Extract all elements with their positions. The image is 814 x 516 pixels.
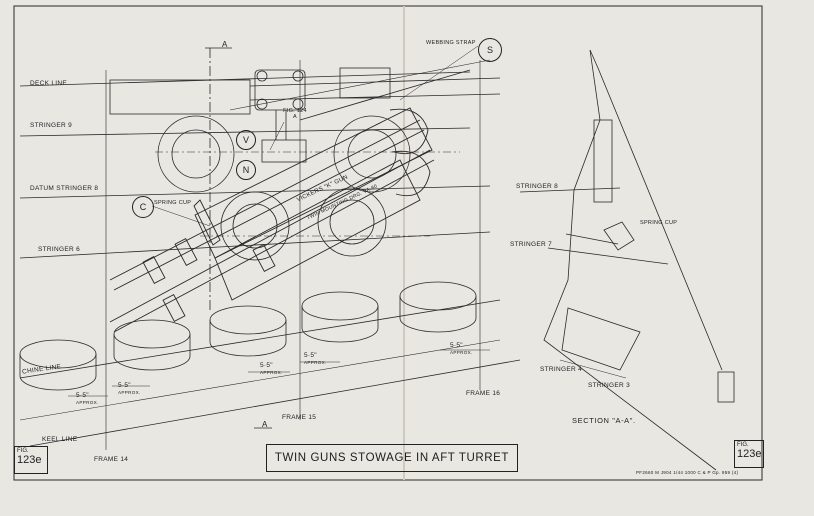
dim-3: 5·5"APPROX.: [260, 362, 283, 375]
lower-guide-line: [19, 339, 501, 421]
frame-15-label: FRAME 15: [282, 414, 317, 421]
dim-5: 5·5"APPROX.: [450, 342, 473, 355]
datum-stringer-8-label: DATUM STRINGER 8: [30, 185, 99, 192]
dim-1: 5·5"APPROX.: [76, 392, 99, 405]
frame-16-label: FRAME 16: [466, 390, 501, 397]
keel-line: [29, 359, 521, 447]
spring-cup-label: SPRING CUP: [154, 200, 192, 206]
section-a-top-label: A: [222, 40, 228, 49]
fig-box-left: FIG. 123e: [14, 446, 48, 474]
dimension-lines: [68, 349, 490, 397]
spring-cup-right-label: SPRING CUP: [640, 220, 678, 226]
section-label: SECTION "A-A".: [572, 416, 636, 425]
sheet-border: [13, 5, 763, 481]
section-a-a-view: [519, 49, 735, 471]
stringer-6-line: [19, 231, 491, 259]
tag-s: S: [478, 38, 502, 62]
deck-line-label: DECK LINE: [30, 80, 68, 87]
ammo-drum-1: [157, 115, 235, 193]
gun-body-upper: [109, 79, 251, 115]
tag-c: C: [132, 196, 154, 218]
dim-4: 5·5"APPROX.: [304, 352, 327, 365]
drawing-title: TWIN GUNS STOWAGE IN AFT TURRET: [266, 444, 518, 472]
tag-n: N: [236, 160, 256, 180]
section-a-bottom-label: A: [262, 420, 268, 429]
dim-2: 5·5"APPROX.: [118, 382, 141, 395]
stringer-4-right-label: STRINGER 4: [540, 366, 583, 373]
stringer-6-label: STRINGER 6: [38, 246, 81, 253]
chine-line: [19, 299, 501, 379]
footer-reference: PF2660 M J904 1/44 1000 C & P Gp. 959 (4…: [636, 470, 739, 475]
spare-drums: [19, 281, 477, 391]
fig-ref-label: FIG. 124 A: [283, 108, 307, 120]
frame-14-label: FRAME 14: [94, 456, 129, 463]
webbing-strap-label: WEBBING STRAP: [426, 40, 476, 46]
tag-v: V: [236, 130, 256, 150]
twin-gun-barrels: [109, 59, 491, 333]
keel-line-label: KEEL LINE: [42, 436, 78, 443]
stringer-7-right-label: STRINGER 7: [510, 241, 553, 248]
stringer-3-right-label: STRINGER 3: [588, 382, 631, 389]
stringer-8-right-label: STRINGER 8: [516, 183, 559, 190]
stringer-9-label: STRINGER 9: [30, 122, 73, 129]
fig-box-right: FIG. 123e: [734, 440, 764, 468]
ammo-drum-2: [333, 115, 411, 193]
deck-line: [19, 71, 471, 87]
